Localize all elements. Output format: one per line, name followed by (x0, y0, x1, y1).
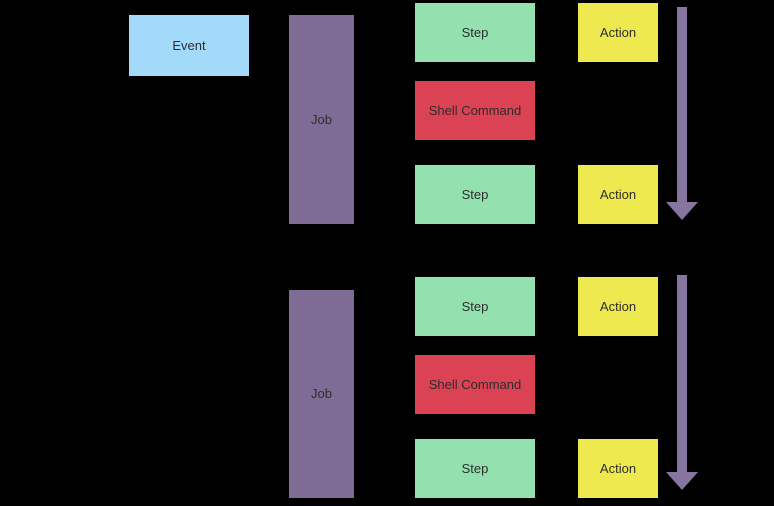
arrow-down-icon (666, 472, 698, 490)
action-node: Action (578, 165, 658, 224)
shell-command-node: Shell Command (415, 81, 535, 140)
job-node-2: Job (289, 290, 354, 498)
step-node: Step (415, 277, 535, 336)
flow-arrow-shaft (677, 7, 687, 203)
action-node: Action (578, 3, 658, 62)
action-node: Action (578, 439, 658, 498)
action-node: Action (578, 277, 658, 336)
shell-command-node: Shell Command (415, 355, 535, 414)
flow-arrow-shaft (677, 275, 687, 473)
step-node: Step (415, 439, 535, 498)
event-node: Event (129, 15, 249, 76)
step-node: Step (415, 3, 535, 62)
arrow-down-icon (666, 202, 698, 220)
step-node: Step (415, 165, 535, 224)
job-node-1: Job (289, 15, 354, 224)
